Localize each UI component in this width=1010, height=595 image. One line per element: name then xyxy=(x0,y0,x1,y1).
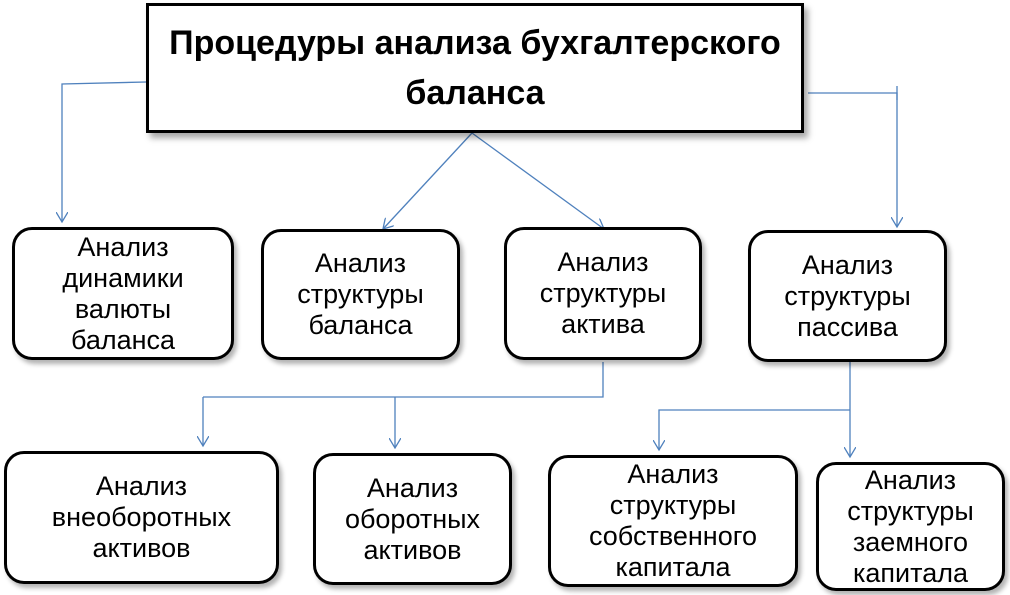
node-liabilities-structure: Анализ структуры пассива xyxy=(748,230,947,362)
connector-assets-branch xyxy=(203,362,604,398)
node-noncurrent-assets: Анализ внеоборотных активов xyxy=(4,451,279,584)
connector-to-equity xyxy=(659,409,850,450)
connector-title-to-liabilities xyxy=(808,92,897,227)
title-box: Процедуры анализа бухгалтерского баланса xyxy=(146,3,804,133)
node-assets-structure: Анализ структуры актива xyxy=(504,227,702,360)
node-label: Анализ внеоборотных активов xyxy=(51,471,232,563)
node-label: Анализ структуры заемного капитала xyxy=(847,464,974,588)
connector-title-to-assets xyxy=(471,132,604,229)
node-label: Анализ структуры пассива xyxy=(784,249,911,342)
node-label: Анализ структуры собственного капитала xyxy=(588,459,757,582)
node-label: Анализ структуры актива xyxy=(539,247,667,339)
node-equity-structure: Анализ структуры собственного капитала xyxy=(548,455,798,587)
node-label: Анализ оборотных активов xyxy=(344,472,481,565)
node-label: Анализ динамики валюты баланса xyxy=(62,231,184,355)
node-balance-dynamics: Анализ динамики валюты баланса xyxy=(12,227,234,360)
node-current-assets: Анализ оборотных активов xyxy=(313,453,512,585)
node-debt-structure: Анализ структуры заемного капитала xyxy=(816,462,1005,591)
node-label: Анализ структуры баланса xyxy=(297,248,424,340)
node-balance-structure: Анализ структуры баланса xyxy=(261,229,460,360)
title-label: Процедуры анализа бухгалтерского баланса xyxy=(169,24,781,112)
connector-title-to-structure xyxy=(383,132,473,229)
connector-title-to-dynamics xyxy=(62,81,147,222)
